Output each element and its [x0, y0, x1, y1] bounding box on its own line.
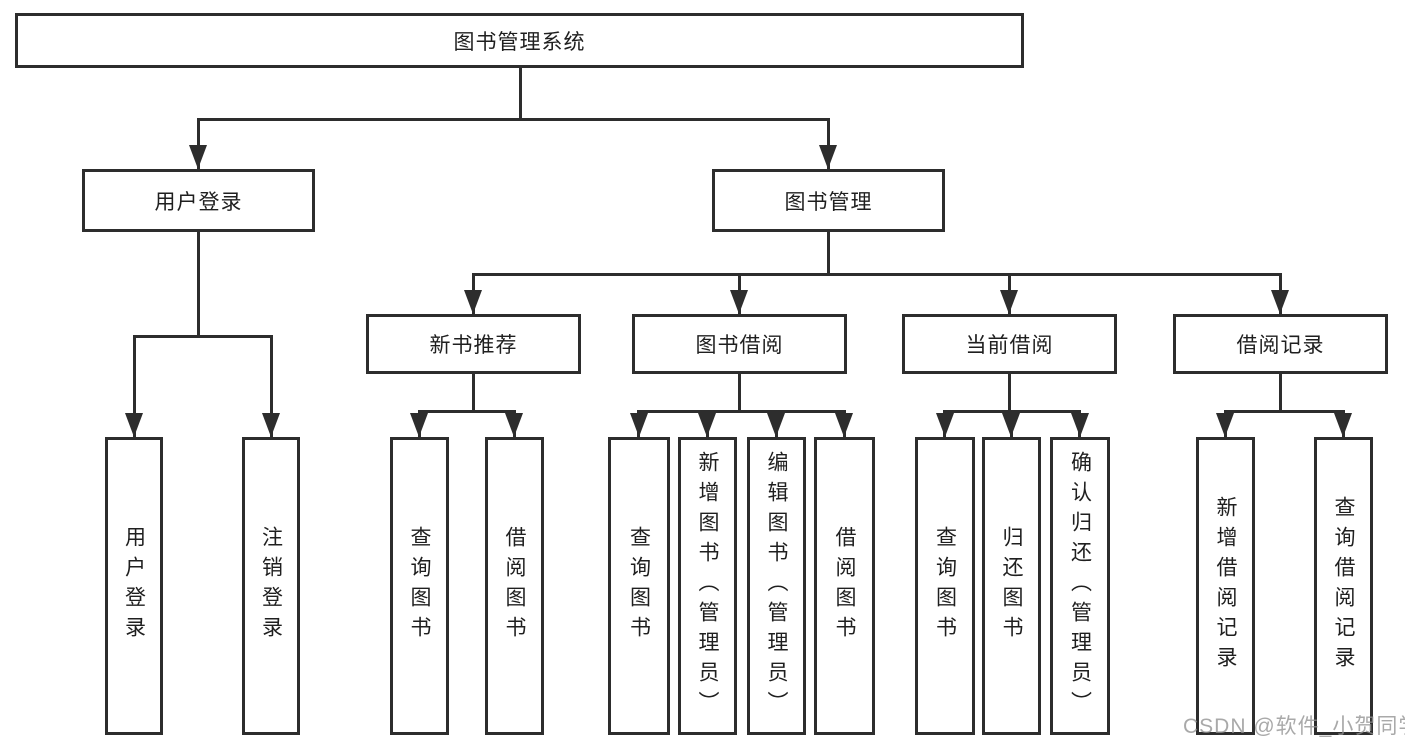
arrow-down-icon [835, 413, 853, 437]
leaf-query-book-2-label: 查询图书 [627, 526, 651, 646]
arrow-down-icon [262, 413, 280, 437]
leaf-borrow-book-2-label: 借阅图书 [833, 526, 856, 646]
connector-hline [1224, 410, 1345, 413]
leaf-query-book-2: 查询图书 [608, 437, 670, 735]
arrow-down-icon [1216, 413, 1234, 437]
arrow-down-icon [1071, 413, 1089, 437]
node-book-management-label: 图书管理 [784, 190, 873, 214]
leaf-borrow-book-1-label: 借阅图书 [503, 526, 526, 646]
leaf-add-book-admin-label: 新增图书（管理员） [696, 451, 719, 721]
arrow-down-icon [767, 413, 785, 437]
leaf-borrow-book-1: 借阅图书 [485, 437, 544, 735]
connector-vline [827, 232, 830, 273]
node-new-book-recommend: 新书推荐 [366, 314, 581, 374]
arrow-down-icon [1000, 290, 1018, 314]
csdn-watermark: CSDN @软件_小贺同学 [1183, 715, 1405, 738]
node-user-login: 用户登录 [82, 169, 315, 232]
connector-vline [197, 118, 200, 169]
arrow-down-icon [730, 290, 748, 314]
leaf-confirm-return-admin: 确认归还（管理员） [1050, 437, 1110, 735]
arrow-down-icon [410, 413, 428, 437]
connector-vline [827, 118, 830, 169]
leaf-query-borrow-record-label: 查询借阅记录 [1332, 496, 1355, 676]
arrow-down-icon [189, 145, 207, 169]
leaf-edit-book-admin-label: 编辑图书（管理员） [765, 451, 788, 721]
leaf-query-book-3-label: 查询图书 [933, 526, 957, 646]
connector-hline [133, 335, 273, 338]
node-book-borrow-label: 图书借阅 [695, 334, 784, 357]
arrow-down-icon [936, 413, 954, 437]
connector-vline [133, 335, 136, 437]
leaf-return-book: 归还图书 [982, 437, 1041, 735]
connector-hline [197, 118, 830, 121]
leaf-return-book-label: 归还图书 [1000, 526, 1023, 646]
node-book-borrow: 图书借阅 [632, 314, 847, 374]
leaf-add-book-admin: 新增图书（管理员） [678, 437, 737, 735]
node-user-login-label: 用户登录 [154, 190, 243, 214]
arrow-down-icon [1002, 413, 1020, 437]
node-current-borrow-label: 当前借阅 [965, 334, 1054, 357]
leaf-confirm-return-admin-label: 确认归还（管理员） [1068, 451, 1092, 721]
leaf-query-book-3: 查询图书 [915, 437, 975, 735]
arrow-down-icon [1271, 290, 1289, 314]
node-root-label: 图书管理系统 [453, 30, 586, 54]
arrow-down-icon [698, 413, 716, 437]
connector-vline [738, 374, 741, 410]
arrow-down-icon [630, 413, 648, 437]
leaf-user-login: 用户登录 [105, 437, 163, 735]
connector-vline [519, 68, 522, 118]
leaf-query-book-1-label: 查询图书 [408, 526, 431, 646]
leaf-edit-book-admin: 编辑图书（管理员） [747, 437, 806, 735]
leaf-query-book-1: 查询图书 [390, 437, 449, 735]
leaf-logout-label: 注销登录 [259, 526, 283, 646]
node-book-management: 图书管理 [712, 169, 945, 232]
leaf-logout: 注销登录 [242, 437, 300, 735]
arrow-down-icon [505, 413, 523, 437]
connector-vline [1279, 374, 1282, 410]
leaf-add-borrow-record: 新增借阅记录 [1196, 437, 1255, 735]
node-root: 图书管理系统 [15, 13, 1024, 68]
connector-vline [472, 374, 475, 410]
connector-vline [197, 232, 200, 335]
connector-hline [418, 410, 516, 413]
leaf-borrow-book-2: 借阅图书 [814, 437, 875, 735]
arrow-down-icon [1334, 413, 1352, 437]
leaf-query-borrow-record: 查询借阅记录 [1314, 437, 1373, 735]
arrow-down-icon [464, 290, 482, 314]
node-new-book-recommend-label: 新书推荐 [429, 334, 518, 357]
leaf-user-login-label: 用户登录 [122, 526, 146, 646]
node-current-borrow: 当前借阅 [902, 314, 1117, 374]
arrow-down-icon [819, 145, 837, 169]
connector-hline [472, 273, 1282, 276]
connector-vline [1008, 374, 1011, 410]
node-borrow-record: 借阅记录 [1173, 314, 1388, 374]
arrow-down-icon [125, 413, 143, 437]
leaf-add-borrow-record-label: 新增借阅记录 [1214, 496, 1237, 676]
connector-hline [637, 410, 846, 413]
connector-vline [270, 335, 273, 437]
node-borrow-record-label: 借阅记录 [1236, 334, 1325, 357]
